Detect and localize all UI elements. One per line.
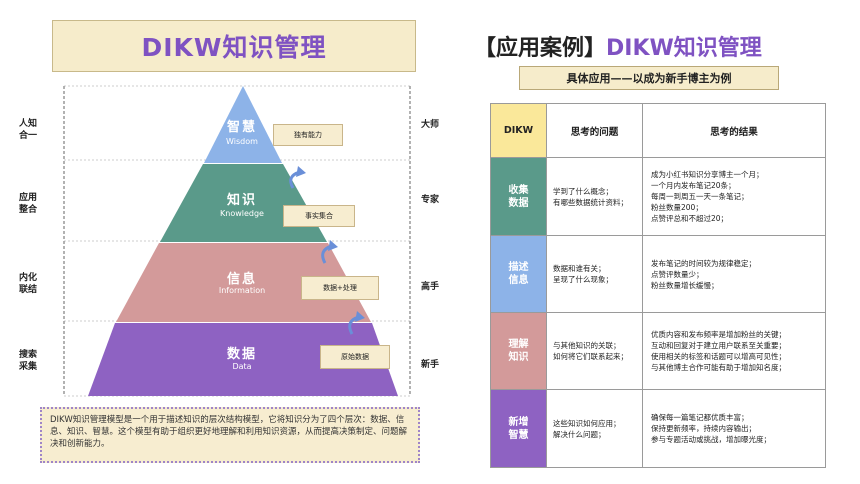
layer-label-information: 信息 (226, 272, 257, 287)
result-line: 互动和回复对于建立用户联系至关重要； (651, 341, 786, 350)
question-line: 呈现了什么现象； (553, 275, 613, 284)
header-dikw: DIKW (490, 103, 547, 158)
table-row: 收集 数据 学到了什么概念； 有哪些数据统计资料； 成为小红书知识分享博主一个月… (490, 157, 826, 236)
left-title: DIKW知识管理 (141, 33, 327, 62)
results-cell: 优质内容和发布频率是增加粉丝的关键； 互动和回复对于建立用户联系至关重要； 使用… (642, 312, 826, 390)
question-line: 数据和谁有关； (553, 264, 606, 273)
result-line: 与其他博主合作可能有助于增加知名度； (651, 363, 786, 372)
result-line: 发布笔记的时间较为规律稳定； (651, 258, 756, 268)
arrow-head-3 (355, 311, 365, 322)
question-line: 有哪些数据统计资料； (553, 197, 628, 207)
pyramid-layer-data (88, 323, 398, 396)
questions-cell: 这些知识如何应用； 解决什么问题； (546, 389, 643, 468)
tag-knowledge: 事实集合 (283, 205, 355, 227)
tag-data: 原始数据 (320, 345, 390, 369)
right-title: 【应用案例】DIKW知识管理 (474, 30, 844, 62)
layer-en-data: Data (232, 362, 252, 371)
result-line: 保持更新频率，持续内容输出； (651, 424, 756, 433)
questions-cell: 学到了什么概念； 有哪些数据统计资料； (546, 157, 643, 236)
category-cell: 理解 知识 (490, 312, 547, 390)
side-label-4: 搜索 采集 (18, 350, 37, 372)
side-label-2: 应用 整合 (18, 193, 37, 215)
category-cell: 收集 数据 (490, 157, 547, 236)
result-line: 点赞评数量少； (651, 269, 704, 279)
result-line: 每周一到周五一天一条笔记； (651, 192, 749, 201)
question-line: 如何将它们联系起来； (553, 352, 628, 361)
result-line: 确保每一篇笔记都优质丰富； (651, 413, 749, 422)
tag-information: 数据+处理 (301, 276, 379, 300)
result-line: 一个月内发布笔记20条； (651, 181, 736, 190)
result-line: 优质内容和发布频率是增加粉丝的关键； (651, 330, 786, 339)
layer-en-information: Information (218, 286, 266, 295)
result-line: 参与专题活动或挑战，增加曝光度； (651, 435, 771, 444)
table-row: 描述 信息 数据和谁有关； 呈现了什么现象； 发布笔记的时间较为规律稳定； 点赞… (490, 235, 826, 313)
side-label-3: 内化 联结 (18, 273, 37, 295)
results-cell: 确保每一篇笔记都优质丰富； 保持更新频率，持续内容输出； 参与专题活动或挑战，增… (642, 389, 826, 468)
application-table: DIKW 思考的问题 思考的结果 收集 数据 学到了什么概念； 有哪些数据统计资… (490, 103, 826, 468)
right-title-prefix: 【应用案例】 (474, 36, 607, 61)
question-line: 学到了什么概念； (553, 186, 613, 196)
left-title-box: DIKW知识管理 (52, 20, 416, 72)
layer-label-knowledge: 知识 (226, 193, 257, 208)
result-line: 点赞评总和不超过20； (651, 214, 729, 223)
right-title-highlight: DIKW知识管理 (606, 36, 762, 61)
questions-cell: 数据和谁有关； 呈现了什么现象； (546, 235, 643, 313)
pyramid-layer-wisdom (204, 86, 282, 163)
subtitle-box: 具体应用——以成为新手博主为例 (519, 66, 779, 90)
results-cell: 发布笔记的时间较为规律稳定； 点赞评数量少； 粉丝数量增长缓慢； (642, 235, 826, 313)
role-skilled: 高手 (420, 282, 439, 292)
results-cell: 成为小红书知识分享博主一个月； 一个月内发布笔记20条； 每周一到周五一天一条笔… (642, 157, 826, 236)
role-master: 大师 (420, 120, 439, 130)
result-line: 成为小红书知识分享博主一个月； (651, 170, 764, 179)
table-header-row: DIKW 思考的问题 思考的结果 (490, 103, 826, 158)
question-line: 这些知识如何应用； (553, 418, 621, 428)
result-line: 粉丝数量200； (651, 203, 703, 212)
role-expert: 专家 (420, 195, 439, 205)
category-cell: 新增 智慧 (490, 389, 547, 468)
role-novice: 新手 (420, 360, 439, 370)
layer-label-data: 数据 (226, 347, 257, 362)
header-results: 思考的结果 (642, 103, 826, 158)
arrow-head-2 (328, 240, 338, 251)
result-line: 粉丝数量增长缓慢； (651, 280, 719, 290)
description-box: DIKW知识管理模型是一个用于描述知识的层次结构模型，它将知识分为了四个层次：数… (40, 407, 420, 463)
tag-wisdom: 独有能力 (273, 124, 343, 146)
header-questions: 思考的问题 (546, 103, 643, 158)
arrow-head-1 (296, 166, 306, 177)
result-line: 使用相关的标签和话题可以增高可见性； (651, 352, 786, 361)
layer-en-wisdom: Wisdom (226, 137, 258, 146)
questions-cell: 与其他知识的关联； 如何将它们联系起来； (546, 312, 643, 390)
layer-en-knowledge: Knowledge (220, 209, 264, 218)
question-line: 解决什么问题； (553, 429, 606, 439)
table-row: 理解 知识 与其他知识的关联； 如何将它们联系起来； 优质内容和发布频率是增加粉… (490, 312, 826, 390)
layer-label-wisdom: 智慧 (226, 120, 257, 135)
side-label-1: 人知 合一 (18, 119, 37, 141)
category-cell: 描述 信息 (490, 235, 547, 313)
table-row: 新增 智慧 这些知识如何应用； 解决什么问题； 确保每一篇笔记都优质丰富； 保持… (490, 389, 826, 468)
question-line: 与其他知识的关联； (553, 341, 621, 350)
pyramid-layer-information (116, 243, 371, 322)
